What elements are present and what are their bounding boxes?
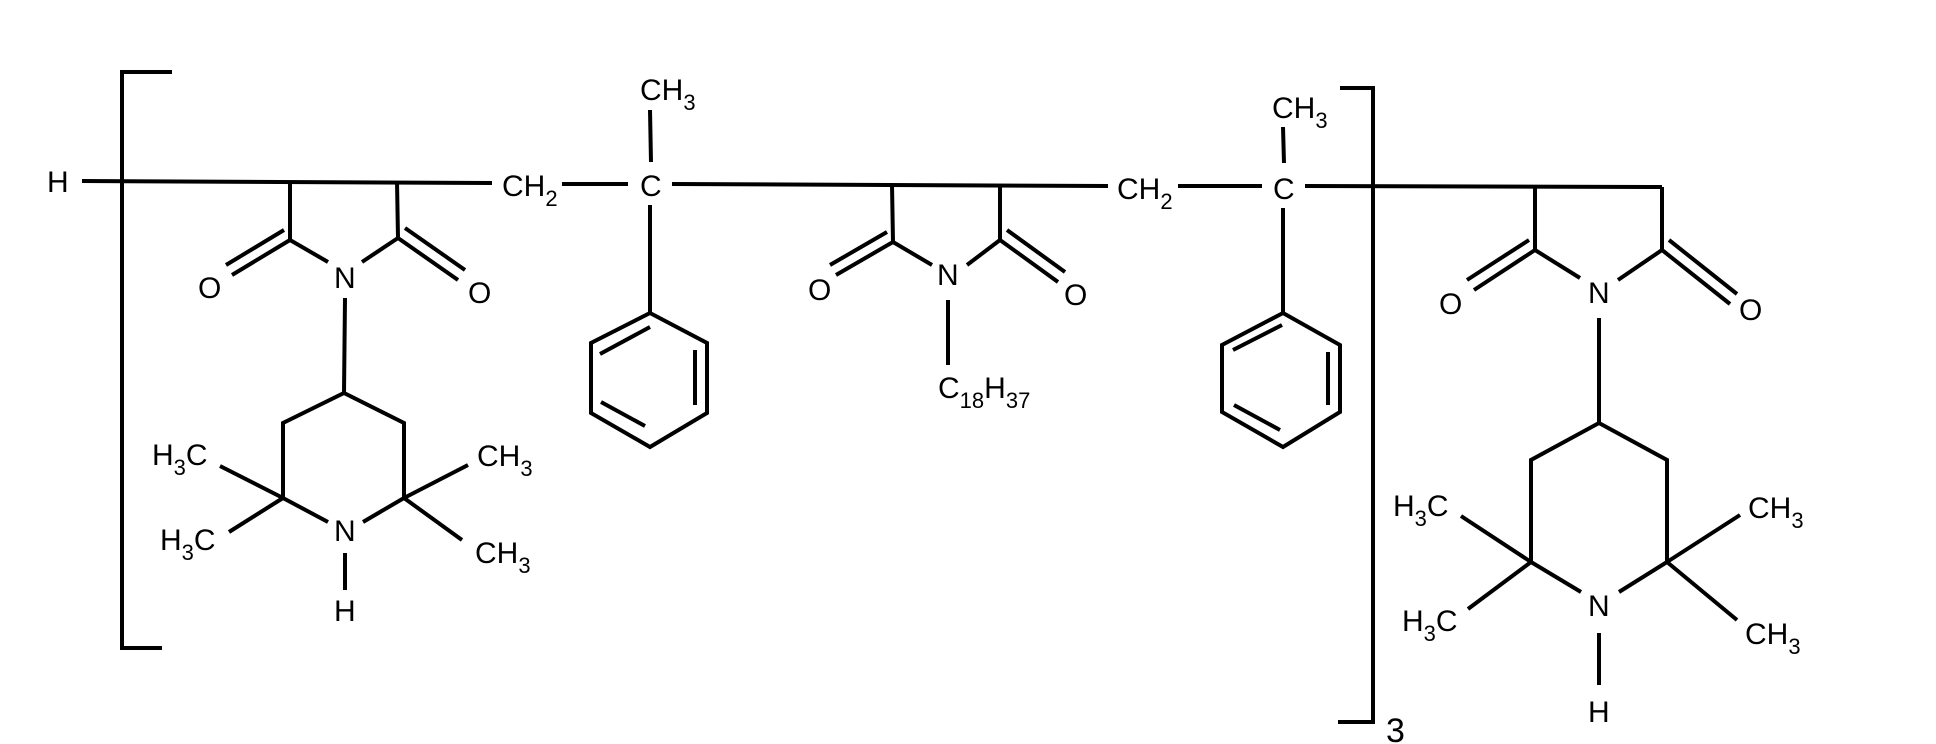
octadecyl-label: C18H37 [938,372,1030,413]
succinimide-ring-1 [224,181,467,282]
succinimide-ring-3 [1465,187,1739,306]
piperidine-ring-2 [1459,420,1742,685]
methyl-ul-1: H3C [152,439,208,480]
backbone [81,179,1663,189]
imide-o-left-3: O [1439,288,1462,321]
methyl-ur-1: CH3 [477,440,533,481]
imide-n-1: N [334,262,356,295]
repeat-count: 3 [1386,712,1405,744]
piperidine-n-1: N [334,515,356,548]
methyl-lr-2: CH3 [1745,618,1801,659]
quaternary-carbon-1: C [640,170,662,203]
methyl-ll-1: H3C [160,524,216,565]
methyl-ll-2: H3C [1402,605,1458,646]
phenyl-ring-2 [1220,310,1342,450]
imide-o-left-1: O [198,272,221,305]
piperidine-n-2: N [1588,590,1610,623]
methyl-ul-2: H3C [1393,490,1449,531]
methyl-ur-2: CH3 [1748,492,1804,533]
piperidine-ring-1 [219,390,469,590]
phenyl-ring-1 [589,310,709,450]
imide-o-right-3: O [1739,294,1762,327]
left-bracket [120,70,172,650]
right-bracket [1338,86,1375,724]
imide-n-3: N [1588,277,1610,310]
imide-n-2: N [937,259,959,292]
imide-o-left-2: O [808,274,831,307]
methyl-lr-1: CH3 [475,537,531,578]
methyl-label-1: CH3 [640,74,696,115]
piperidine-nh-2: H [1588,696,1610,729]
quaternary-carbon-2: C [1273,173,1295,206]
imide-o-right-1: O [468,277,491,310]
ch2-label-2: CH2 [1117,173,1173,214]
ch2-label-1: CH2 [502,170,558,211]
piperidine-nh-1: H [334,595,356,628]
end-group-h: H [47,166,69,199]
succinimide-ring-2 [828,184,1067,284]
methyl-label-2: CH3 [1272,92,1328,133]
imide-o-right-2: O [1064,279,1087,312]
